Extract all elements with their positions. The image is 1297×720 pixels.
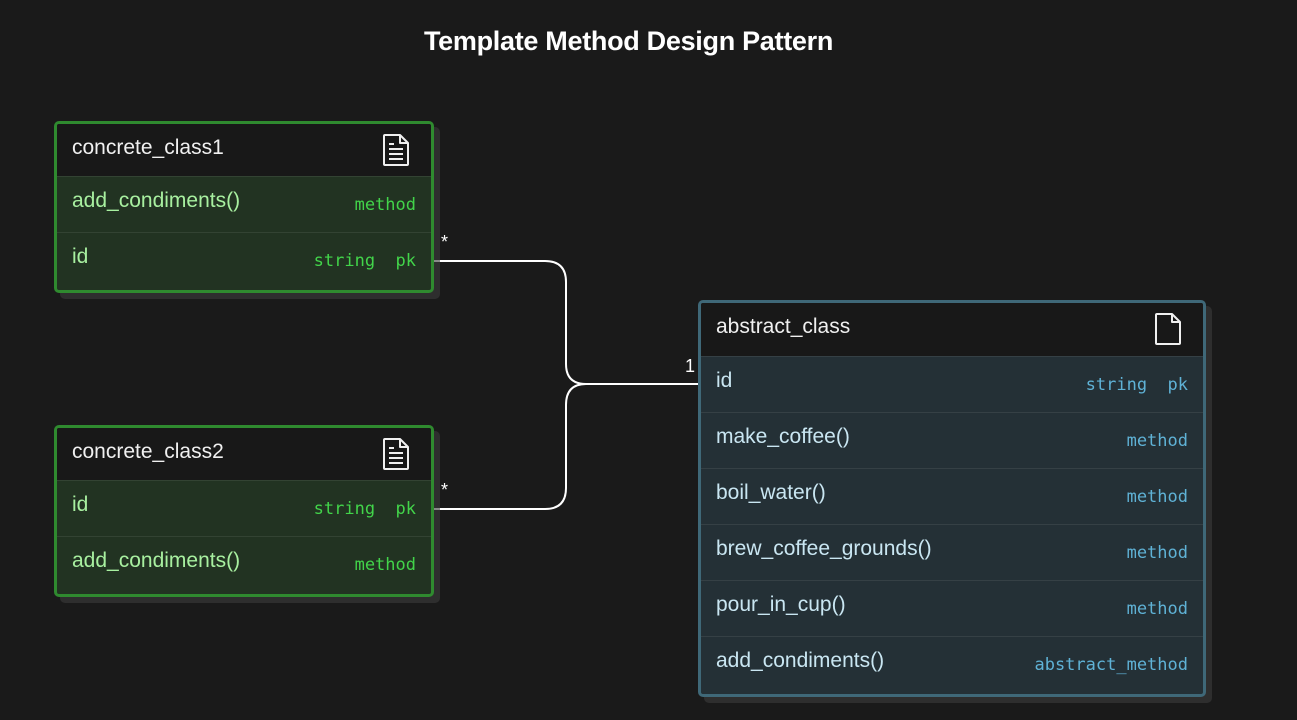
field-name: id (72, 245, 89, 268)
table-row[interactable]: add_condiments() abstract_method (701, 636, 1203, 692)
field-name: id (72, 493, 89, 516)
table-row[interactable]: id string pk (57, 480, 431, 536)
field-type: string pk (313, 251, 416, 271)
field-name: brew_coffee_grounds() (716, 537, 932, 560)
table-row[interactable]: make_coffee() method (701, 412, 1203, 468)
table-name: concrete_class1 (72, 136, 224, 159)
table-row[interactable]: boil_water() method (701, 468, 1203, 524)
table-name: abstract_class (716, 315, 851, 338)
field-type: method (1126, 487, 1188, 507)
field-name: pour_in_cup() (716, 593, 846, 616)
field-type: method (1126, 543, 1188, 563)
document-icon (383, 438, 409, 470)
table-abstract-class[interactable]: abstract_class id string pk make_coffee(… (698, 300, 1206, 697)
field-type: abstract_method (1034, 655, 1188, 675)
table-concrete-class1[interactable]: concrete_class1 add_condiments() method … (54, 121, 434, 293)
field-name: make_coffee() (716, 425, 850, 448)
field-name: id (716, 369, 733, 392)
field-type: method (1126, 599, 1188, 619)
document-icon (1155, 313, 1181, 345)
document-icon (383, 134, 409, 166)
relation-line-class1 (427, 260, 706, 385)
table-row[interactable]: id string pk (57, 232, 431, 288)
field-type: method (354, 555, 416, 575)
field-type: string pk (1085, 375, 1188, 395)
cardinality-abstract-1: 1 (685, 356, 696, 376)
field-type: method (354, 195, 416, 215)
field-type: method (1126, 431, 1188, 451)
field-name: add_condiments() (72, 189, 241, 212)
table-concrete-class2[interactable]: concrete_class2 id string pk add_condime… (54, 425, 434, 597)
table-header: concrete_class2 (57, 428, 431, 480)
table-row[interactable]: add_condiments() method (57, 536, 431, 592)
table-header: concrete_class1 (57, 124, 431, 176)
table-row[interactable]: id string pk (701, 356, 1203, 412)
cardinality-class2: * (441, 480, 449, 500)
cardinality-class1: * (441, 232, 449, 252)
table-row[interactable]: brew_coffee_grounds() method (701, 524, 1203, 580)
diagram-title: Template Method Design Pattern (423, 26, 834, 56)
field-type: string pk (313, 499, 416, 519)
table-row[interactable]: add_condiments() method (57, 176, 431, 232)
field-name: add_condiments() (72, 549, 241, 572)
table-header: abstract_class (701, 303, 1203, 356)
table-name: concrete_class2 (72, 440, 224, 463)
field-name: add_condiments() (716, 649, 885, 672)
field-name: boil_water() (716, 481, 826, 504)
relation-line-class2 (427, 383, 587, 510)
table-row[interactable]: pour_in_cup() method (701, 580, 1203, 636)
